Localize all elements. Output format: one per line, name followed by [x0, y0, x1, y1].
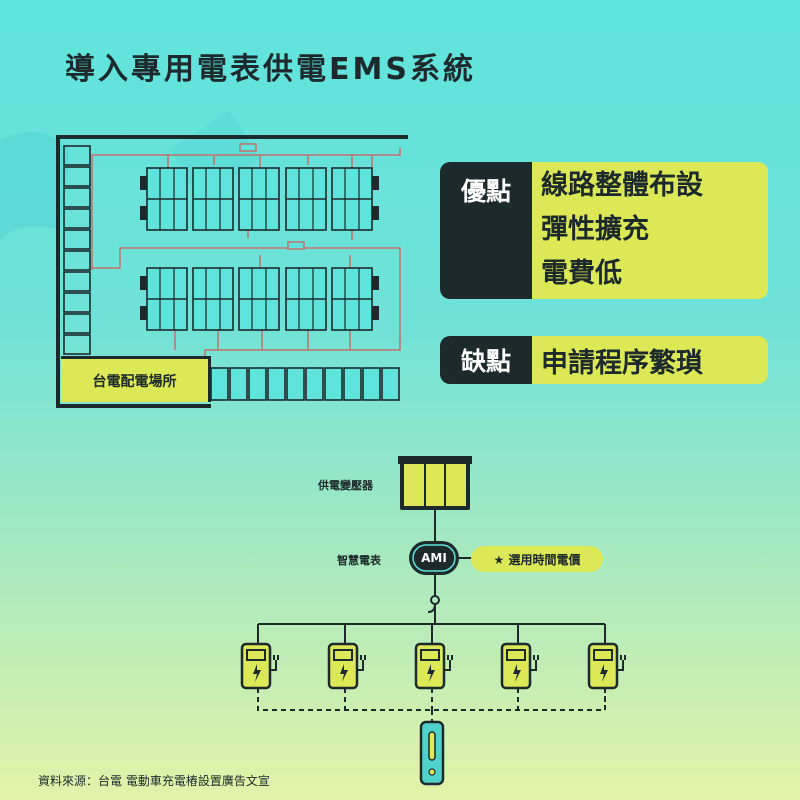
parking-stall — [63, 229, 91, 250]
meter-label: 智慧電表 — [337, 554, 381, 567]
plug-icon — [617, 660, 624, 671]
parking-stall — [324, 367, 343, 401]
cons-card: 缺點 申請程序繁瑣 — [440, 336, 768, 384]
lightning-icon — [340, 664, 348, 682]
parking-stall — [305, 367, 324, 401]
parking-stall — [63, 208, 91, 229]
parking-stall — [229, 367, 248, 401]
ev-charger-icon — [327, 642, 366, 690]
parking-stall — [63, 313, 91, 334]
parking-stall — [63, 250, 91, 271]
parking-stall — [63, 292, 91, 313]
ems-schematic — [240, 456, 626, 786]
parking-stall — [63, 166, 91, 187]
pros-body: 線路整體布設 彈性擴充 電費低 — [532, 162, 768, 299]
lightning-icon — [253, 664, 261, 682]
pros-line: 電費低 — [541, 258, 622, 289]
ami-label: AMI — [421, 551, 447, 565]
parking-stall — [267, 367, 286, 401]
ev-charger-icon — [500, 642, 539, 690]
parking-stall — [343, 367, 362, 401]
ev-charger-icon — [414, 642, 453, 690]
lightning-icon — [513, 664, 521, 682]
pros-line: 彈性擴充 — [541, 214, 649, 245]
lightning-icon — [600, 664, 608, 682]
parking-lot-plan — [56, 135, 408, 408]
page-title: 導入專用電表供電EMS系統 — [65, 52, 476, 87]
plug-icon — [530, 660, 537, 671]
pros-line: 線路整體布設 — [541, 170, 703, 201]
parking-stall — [362, 367, 381, 401]
tou-note: ★ 選用時間電價 — [471, 546, 603, 572]
pros-tag: 優點 — [440, 162, 532, 299]
transformer-label: 供電變壓器 — [318, 479, 373, 492]
source-note: 資料來源：台電 電動車充電樁設置廣告文宣 — [38, 774, 270, 788]
cons-tag: 缺點 — [440, 336, 532, 384]
lightning-icon — [427, 664, 435, 682]
parking-stall — [63, 145, 91, 166]
plug-icon — [444, 660, 451, 671]
plug-icon — [357, 660, 364, 671]
parking-stall — [63, 334, 91, 355]
pros-card: 優點 線路整體布設 彈性擴充 電費低 — [440, 162, 768, 299]
parking-stall — [210, 367, 229, 401]
parking-stall — [381, 367, 400, 401]
parking-stall — [63, 271, 91, 292]
ev-charger-icon — [587, 642, 626, 690]
ev-charger-icon — [240, 642, 279, 690]
site-label: 台電配電場所 — [61, 356, 211, 402]
parking-stall — [248, 367, 267, 401]
ami-meter-body — [409, 541, 459, 575]
parking-stall — [63, 187, 91, 208]
cons-body: 申請程序繁瑣 — [532, 336, 768, 384]
parking-stall — [286, 367, 305, 401]
plug-icon — [270, 660, 277, 671]
